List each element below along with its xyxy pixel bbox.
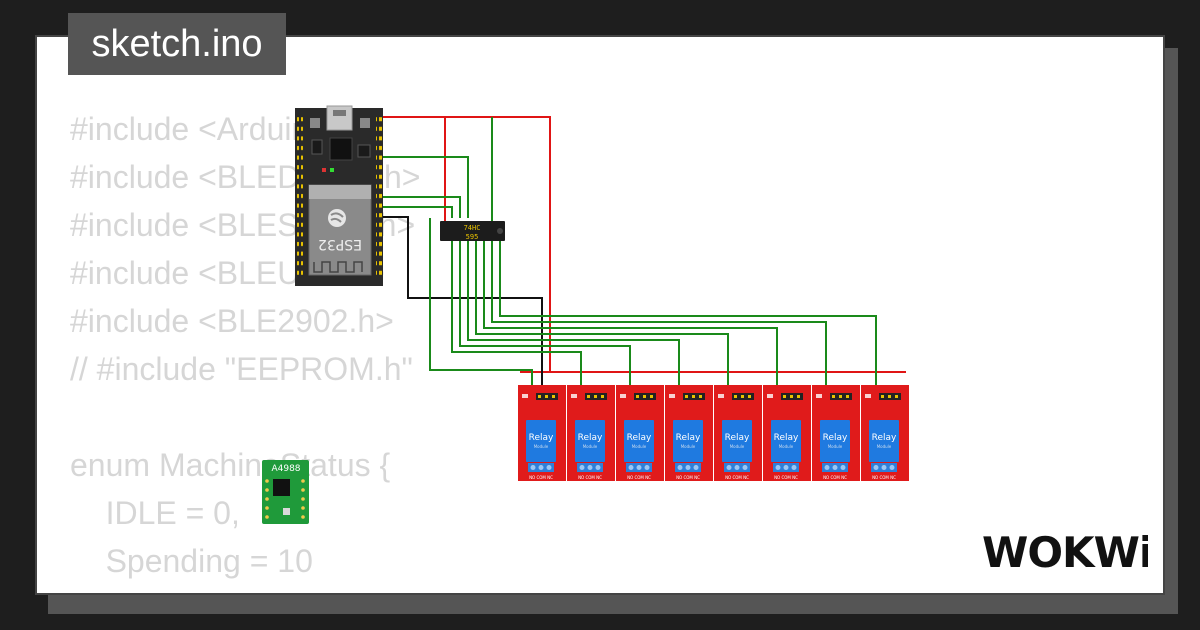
relay-sub-label: Module [779,444,794,449]
shift-register-74hc595[interactable]: 74HC 595 [440,221,505,241]
relay-label: Relay [725,433,750,443]
relay-led [522,394,528,398]
code-line: // #include "EEPROM.h" [70,351,413,387]
pcb-antenna [313,261,363,273]
relay-label: Relay [676,433,701,443]
a4988-potentiometer[interactable] [283,508,290,515]
relay-label: Relay [774,433,799,443]
a4988-chip [273,479,290,496]
relay-coil [722,420,752,462]
wokwi-logo-icon: WOKWi [982,528,1148,577]
relay-sub-label: Module [632,444,647,449]
relay-label: Relay [823,433,848,443]
relay-led [669,394,675,398]
relay-sub-label: Module [877,444,892,449]
relay-terminal-label: NO COM NC [676,475,700,480]
wire-oe [383,206,453,218]
esp32-left-pin-header [297,115,303,280]
a4988-label: A4988 [271,464,300,474]
relay-terminal-label: NO COM NC [872,475,896,480]
relay-terminal-label: NO COM NC [578,475,602,480]
code-line: #include <BLE2902.h> [70,303,394,339]
relay-sub-label: Module [730,444,745,449]
relay-coil [771,420,801,462]
relay-sub-label: Module [534,444,549,449]
shift-register-label-line2: 595 [466,233,479,241]
relay-coil [575,420,605,462]
code-line: }; [70,585,420,593]
relay-coil [673,420,703,462]
relay-coil [820,420,850,462]
relay-terminal-label: NO COM NC [627,475,651,480]
relay-label: Relay [627,433,652,443]
wire-clock [383,156,469,218]
esp32-module-shield [308,184,372,276]
boot-button[interactable] [310,118,320,128]
relay-label: Relay [529,433,554,443]
relay-sub-label: Module [583,444,598,449]
wires [383,116,906,385]
relay-terminal-label: NO COM NC [725,475,749,480]
relay-sub-label: Module [681,444,696,449]
wokwi-logo-text: WOKWi [982,528,1148,577]
wire-power [383,116,551,372]
espressif-logo-icon [328,209,346,227]
code-line: Spending = 10 [70,543,313,579]
relay-led [767,394,773,398]
wire-latch [383,196,461,218]
relay-coil [869,420,899,462]
usb-connector [326,105,353,131]
code-line: IDLE = 0, [70,495,240,531]
stepper-driver-a4988[interactable]: A4988 [262,460,309,524]
esp32-right-pin-header [376,115,382,280]
reset-button[interactable] [360,118,370,128]
relay-terminal-label: NO COM NC [774,475,798,480]
relay-terminal-label: NO COM NC [823,475,847,480]
relay-sub-label: Module [828,444,843,449]
relay-label: Relay [578,433,603,443]
esp32-label: ESP32 [318,236,362,252]
relay-terminal-label: NO COM NC [529,475,553,480]
relay-led [571,394,577,398]
relay-led [865,394,871,398]
relay-label: Relay [872,433,897,443]
relay-coil [624,420,654,462]
relay-led [718,394,724,398]
wire-ground [383,216,543,385]
relay-led [620,394,626,398]
shift-register-label-line1: 74HC [464,224,481,232]
esp32-board[interactable]: ESP32 [295,105,383,286]
relay-coil [526,420,556,462]
file-tab[interactable]: sketch.ino [68,13,286,75]
relay-led [816,394,822,398]
